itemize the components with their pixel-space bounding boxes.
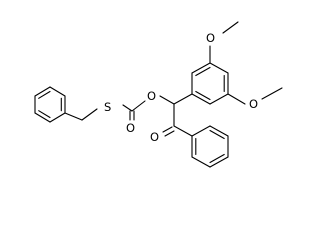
bond-s-carbonyl	[122, 104, 133, 112]
ketone-oxygen-label: O	[150, 130, 159, 144]
bond-carbonyl-o-ester	[131, 100, 146, 112]
chemical-structure: S O O O O O	[34, 21, 283, 168]
benzyl-phenyl-ring	[34, 86, 66, 123]
bond-ring-o-right	[227, 93, 246, 105]
bond-ch2-s	[81, 108, 98, 121]
ester-oxygen-label: O	[147, 89, 156, 103]
bond-ch-aryl	[173, 93, 193, 105]
bond-o-ester-ch	[159, 95, 175, 105]
bond-ring-ch2	[64, 112, 83, 121]
dimethoxyphenyl-ring	[191, 62, 229, 105]
bond-o-right-methyl	[261, 87, 283, 100]
bond-ketone-phenyl	[173, 125, 193, 137]
bond-ketone-double-a	[162, 126, 173, 133]
bond-o-top-methyl	[222, 21, 239, 34]
bond-ketone-double-b	[164, 130, 175, 137]
benzoyl-phenyl-ring	[191, 125, 229, 168]
methoxy-oxygen-right-label: O	[249, 97, 258, 111]
sulfur-atom-label: S	[104, 100, 111, 114]
carbonyl-oxygen-label: O	[126, 121, 135, 135]
methoxy-oxygen-top-label: O	[206, 31, 215, 45]
